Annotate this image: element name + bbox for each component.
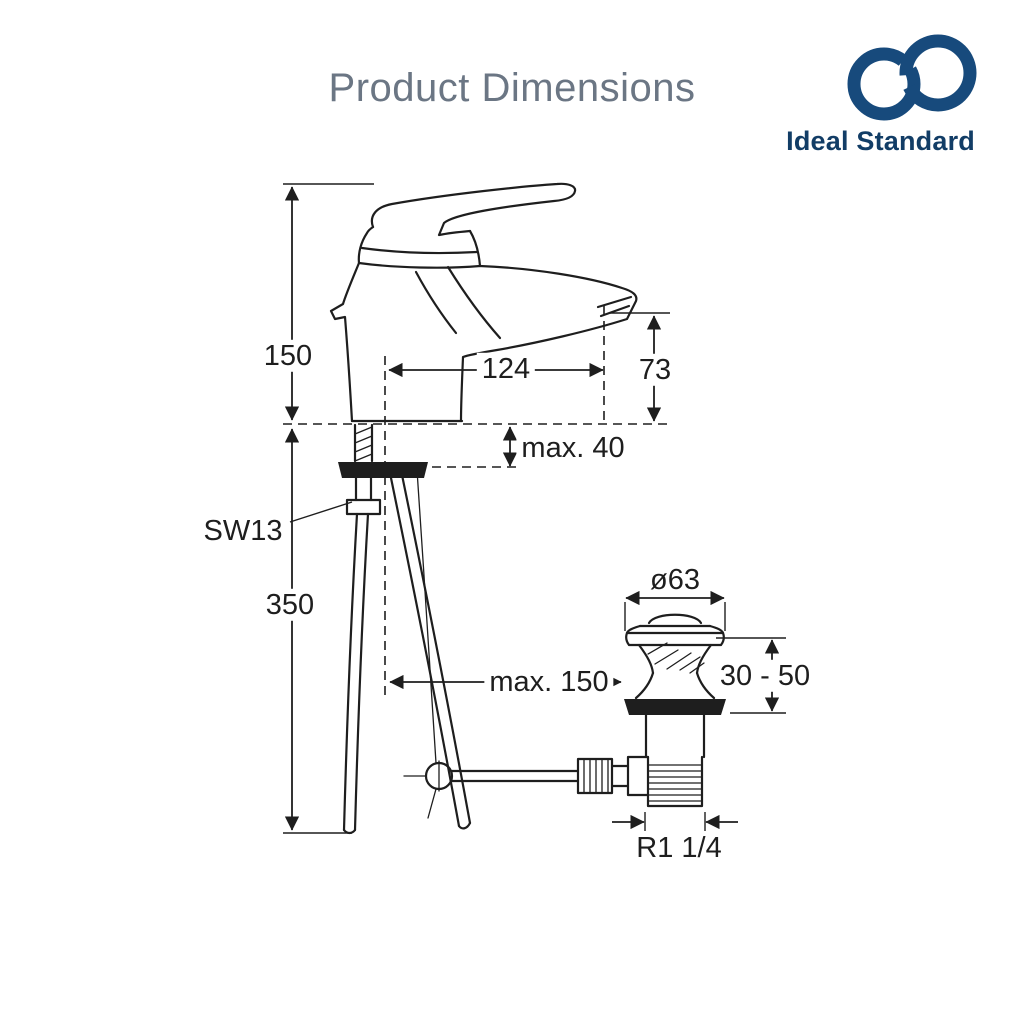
dim-waste-adjust-label: 30 - 50 <box>714 659 816 693</box>
drain-assembly <box>624 613 726 808</box>
dim-hose-length-label: 350 <box>260 588 320 622</box>
brand-name: Ideal Standard <box>786 126 975 156</box>
dim-plug-diameter-label: ø63 <box>645 563 705 597</box>
dim-outlet-height-label: 73 <box>633 353 677 387</box>
dim-spout-height-label: 150 <box>258 339 318 373</box>
dim-reach-label: 124 <box>476 352 536 386</box>
supply-hoses <box>342 473 472 835</box>
reference-dashed-lines <box>283 306 668 696</box>
dim-thread-size-label: R1 1/4 <box>631 831 727 865</box>
pop-up-rod-assembly <box>403 469 650 819</box>
dim-deck-thickness-label: max. 40 <box>516 431 630 465</box>
dim-wrench-size-label: SW13 <box>198 514 288 548</box>
interlocking-rings-icon <box>847 34 977 121</box>
page-title: Product Dimensions <box>328 66 696 110</box>
faucet-outline <box>329 182 638 423</box>
dim-rod-reach-label: max. 150 <box>484 665 614 699</box>
mounting-stud <box>338 423 428 516</box>
